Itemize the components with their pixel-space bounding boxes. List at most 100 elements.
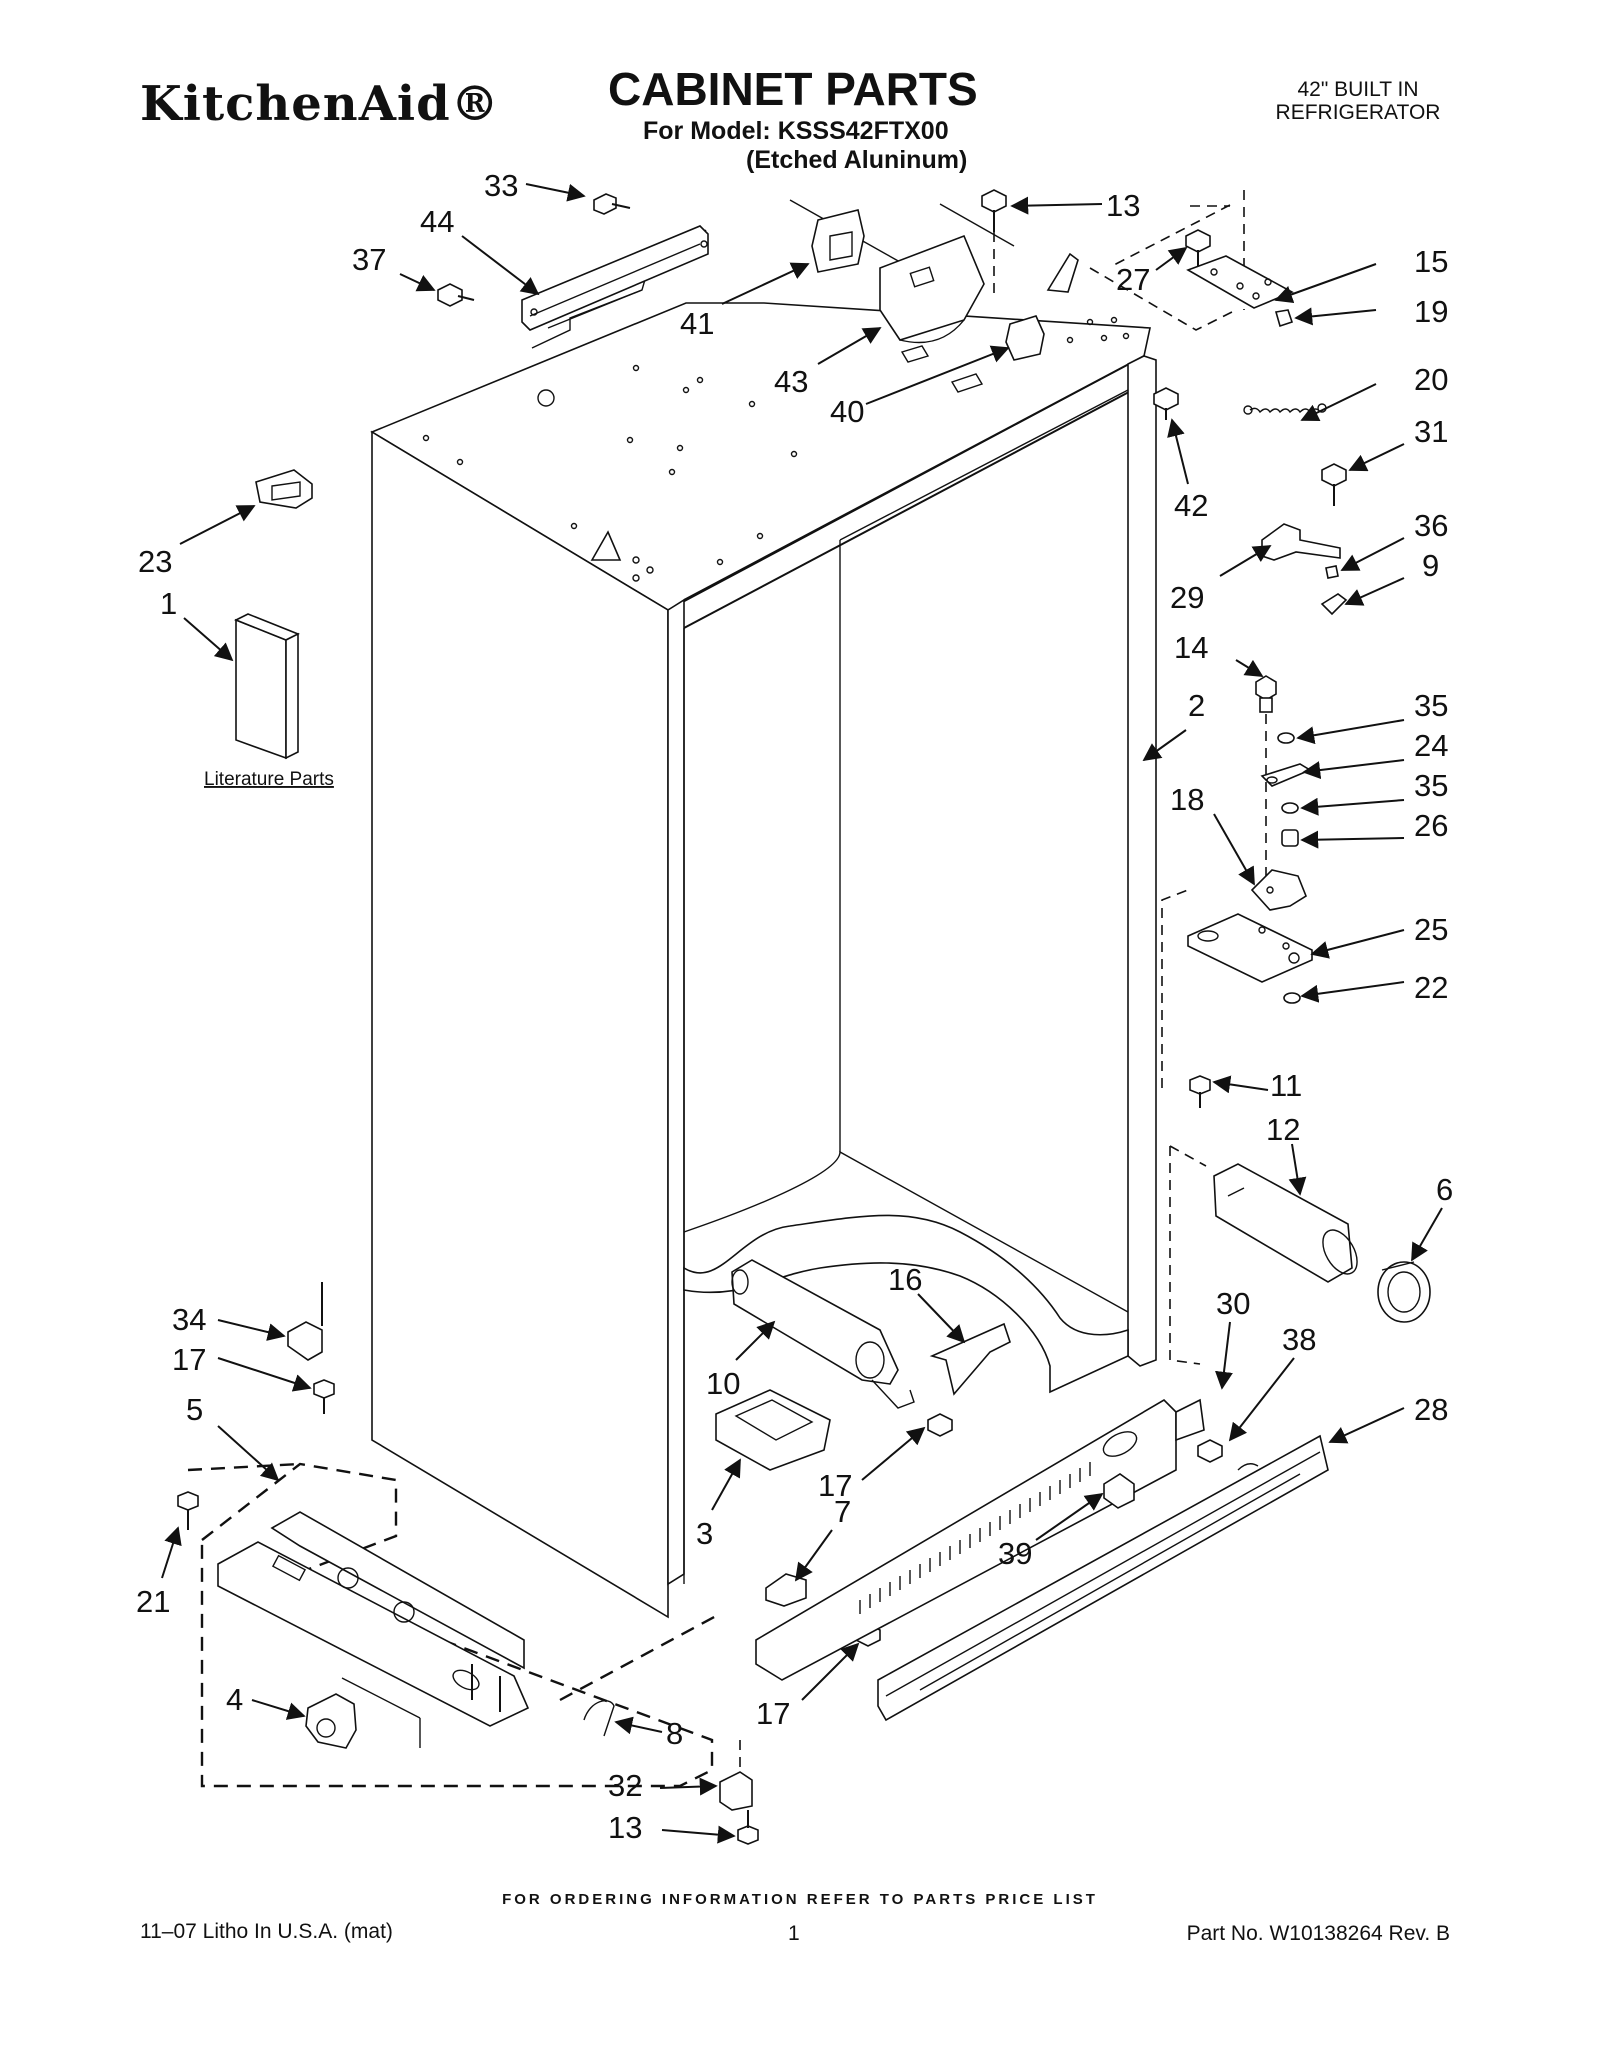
callout-41: 41 bbox=[680, 306, 714, 341]
callout-7: 7 bbox=[834, 1494, 851, 1529]
callout-17-mid: 17 bbox=[818, 1468, 852, 1503]
literature-parts-label: Literature Parts bbox=[204, 769, 334, 790]
model-line: For Model: KSSS42FTX00 bbox=[643, 117, 949, 145]
callout-22: 22 bbox=[1414, 970, 1448, 1005]
part-9-clip bbox=[1320, 593, 1348, 616]
callout-40: 40 bbox=[830, 394, 864, 429]
part-number: Part No. W10138264 Rev. B bbox=[1186, 1922, 1450, 1945]
part-17-mid-screw bbox=[927, 1413, 953, 1437]
callout-34: 34 bbox=[172, 1302, 206, 1337]
callout-23: 23 bbox=[138, 544, 172, 579]
callout-19: 19 bbox=[1414, 294, 1448, 329]
callout-25: 25 bbox=[1414, 912, 1448, 947]
part-6-filter-cap bbox=[1377, 1261, 1431, 1323]
callout-6: 6 bbox=[1436, 1172, 1453, 1207]
callout-3: 3 bbox=[696, 1516, 713, 1551]
callout-15: 15 bbox=[1414, 244, 1448, 279]
part-44-bracket bbox=[521, 225, 709, 331]
callout-1: 1 bbox=[160, 586, 177, 621]
part-21-screw bbox=[177, 1491, 199, 1530]
part-24-link bbox=[1260, 763, 1312, 787]
callout-35-top: 35 bbox=[1414, 688, 1448, 723]
part-38-screw bbox=[1197, 1439, 1223, 1463]
part-10-drain-tube bbox=[731, 1259, 915, 1409]
callout-39: 39 bbox=[998, 1536, 1032, 1571]
callout-33: 33 bbox=[484, 168, 518, 203]
litho-note: 11–07 Litho In U.S.A. (mat) bbox=[140, 1920, 393, 1943]
part-13-top-screw bbox=[981, 189, 1007, 300]
part-33-screw bbox=[593, 193, 631, 215]
part-35-washer-bottom bbox=[1281, 802, 1299, 814]
part-26-bushing bbox=[1281, 829, 1299, 847]
part-11-screw bbox=[1189, 1075, 1211, 1108]
part-37-screw bbox=[437, 283, 475, 307]
part-4-roller bbox=[305, 1677, 421, 1749]
dashed-frame-roller-assembly bbox=[200, 1462, 714, 1788]
part-32-bracket bbox=[719, 1740, 753, 1811]
part-1-literature bbox=[234, 613, 300, 760]
callout-28: 28 bbox=[1414, 1392, 1448, 1427]
callout-24: 24 bbox=[1414, 728, 1448, 763]
callout-35-bottom: 35 bbox=[1414, 768, 1448, 803]
callout-4: 4 bbox=[226, 1682, 243, 1717]
callout-29: 29 bbox=[1170, 580, 1204, 615]
callout-11: 11 bbox=[1270, 1068, 1302, 1103]
part-42-screw bbox=[1153, 387, 1179, 420]
product-line-2: REFRIGERATOR bbox=[1275, 101, 1441, 124]
callout-13-top: 13 bbox=[1106, 188, 1140, 223]
callout-20: 20 bbox=[1414, 362, 1448, 397]
part-13-bottom-screw bbox=[737, 1810, 759, 1845]
page-title: CABINET PARTS bbox=[608, 63, 978, 115]
callout-44: 44 bbox=[420, 204, 454, 239]
callout-42: 42 bbox=[1174, 488, 1208, 523]
callout-31: 31 bbox=[1414, 414, 1448, 449]
part-17-left-screw bbox=[313, 1379, 335, 1414]
callout-9: 9 bbox=[1422, 548, 1439, 583]
part-7-clip bbox=[765, 1573, 807, 1607]
part-40-switch bbox=[900, 315, 1045, 393]
page-number: 1 bbox=[788, 1922, 800, 1945]
callout-17-left: 17 bbox=[172, 1342, 206, 1377]
part-30-grille bbox=[755, 1398, 1205, 1681]
part-41-control-box bbox=[811, 209, 865, 273]
part-12-filter-housing bbox=[1213, 1163, 1358, 1283]
product-line-1: 42" BUILT IN bbox=[1297, 78, 1419, 101]
part-25-hinge-bracket bbox=[1187, 913, 1313, 983]
part-16-bracket bbox=[929, 1322, 1011, 1396]
dashed-frame-top-hinge bbox=[1089, 267, 1233, 331]
cabinet-body bbox=[370, 199, 1157, 1619]
callout-32: 32 bbox=[608, 1768, 642, 1803]
part-39-clip bbox=[1103, 1473, 1135, 1509]
part-3-drain-pan bbox=[715, 1389, 831, 1471]
kitchenaid-logo: KitchenAid® bbox=[140, 76, 500, 132]
leader-lines bbox=[161, 183, 1443, 1844]
ordering-note: FOR ORDERING INFORMATION REFER TO PARTS … bbox=[502, 1891, 1098, 1908]
callout-43: 43 bbox=[774, 364, 808, 399]
part-19-nut bbox=[1274, 309, 1294, 328]
callout-38: 38 bbox=[1282, 1322, 1316, 1357]
callout-2: 2 bbox=[1188, 688, 1205, 723]
callout-5: 5 bbox=[186, 1392, 203, 1427]
part-5-roller-frame bbox=[217, 1511, 530, 1727]
callout-21: 21 bbox=[136, 1584, 170, 1619]
callout-36: 36 bbox=[1414, 508, 1448, 543]
callout-14: 14 bbox=[1174, 630, 1208, 665]
callout-18: 18 bbox=[1170, 782, 1204, 817]
callout-labels: 33 44 37 41 43 40 13 27 15 19 20 42 31 3… bbox=[136, 168, 1453, 1845]
part-28-kickplate bbox=[877, 1434, 1329, 1722]
part-18-stop bbox=[1250, 869, 1307, 911]
callout-10: 10 bbox=[706, 1366, 740, 1401]
callout-26: 26 bbox=[1414, 808, 1448, 843]
part-29-bracket bbox=[1261, 523, 1341, 561]
callout-13-bottom: 13 bbox=[608, 1810, 642, 1845]
part-22-clip bbox=[1283, 992, 1301, 1004]
finish-line: (Etched Aluninum) bbox=[746, 146, 968, 174]
part-23-cover bbox=[255, 469, 313, 509]
callout-27: 27 bbox=[1116, 262, 1150, 297]
callout-12: 12 bbox=[1266, 1112, 1300, 1147]
product-type: 42" BUILT IN REFRIGERATOR bbox=[1238, 78, 1478, 124]
part-20-spring bbox=[1243, 403, 1327, 415]
part-14-pin bbox=[1255, 675, 1277, 713]
callout-17-lower: 17 bbox=[756, 1696, 790, 1731]
part-34-bracket bbox=[287, 1282, 323, 1361]
